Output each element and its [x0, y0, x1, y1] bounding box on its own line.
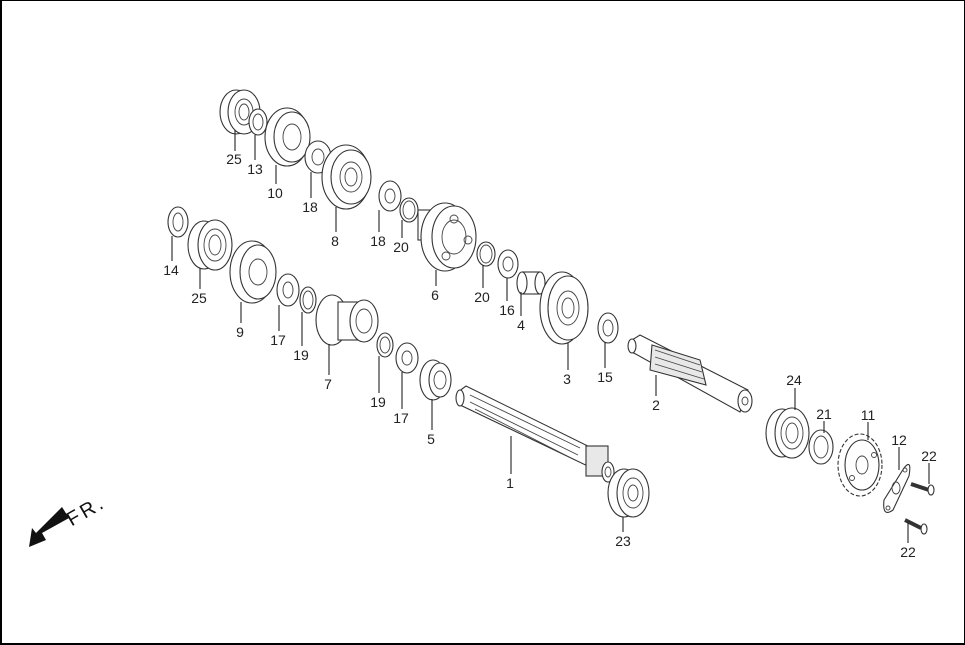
callout-23: 23 [615, 533, 631, 549]
callout-19-b: 19 [370, 394, 386, 410]
circlip-19-b [376, 332, 394, 358]
callout-15: 15 [597, 369, 613, 385]
gear-7 [315, 294, 379, 346]
callout-10: 10 [267, 185, 283, 201]
mainshaft-1 [455, 385, 615, 483]
frame-border-bottom [0, 643, 965, 645]
sprocket-plate-12 [883, 463, 911, 513]
bearing-23 [607, 468, 650, 518]
callout-13: 13 [247, 161, 263, 177]
callout-1: 1 [506, 475, 514, 491]
callout-3: 3 [563, 371, 571, 387]
callout-6: 6 [431, 287, 439, 303]
gear-8 [321, 144, 372, 210]
callout-18-b: 18 [370, 233, 386, 249]
gear-6 [417, 202, 477, 272]
splined-washer-16 [497, 249, 519, 279]
callout-22-b: 22 [900, 544, 916, 560]
gear-3 [539, 271, 589, 345]
washer-13 [248, 108, 268, 136]
splined-washer-17-b [395, 342, 419, 374]
callout-14: 14 [163, 262, 179, 278]
splined-washer-18-b [378, 180, 402, 212]
callout-16: 16 [499, 302, 515, 318]
bolt-22-a [910, 482, 935, 496]
callout-19-a: 19 [293, 347, 309, 363]
leader-lines [171, 130, 930, 543]
bushing-4 [516, 271, 546, 295]
bearing-24 [765, 407, 810, 459]
callout-12: 12 [891, 432, 907, 448]
splined-washer-17-a [276, 273, 300, 307]
circlip-19-a [299, 286, 317, 314]
callout-22-a: 22 [921, 448, 937, 464]
callout-18-a: 18 [302, 199, 318, 215]
callout-17-a: 17 [270, 332, 286, 348]
callout-20-a: 20 [393, 239, 409, 255]
bearing-25-lower [187, 219, 233, 271]
callout-8: 8 [331, 233, 339, 249]
callout-20-b: 20 [474, 289, 490, 305]
circlip-20-b [476, 241, 496, 267]
callout-25-upper: 25 [226, 151, 242, 167]
front-arrow-icon [29, 507, 69, 547]
gear-9 [229, 240, 277, 304]
drive-sprocket-11 [837, 433, 883, 497]
callout-21: 21 [816, 406, 832, 422]
callout-11: 11 [860, 407, 876, 423]
bolt-22-b [904, 518, 928, 535]
callout-7: 7 [324, 376, 332, 392]
callout-5: 5 [427, 431, 435, 447]
circlip-20-a [399, 197, 419, 223]
washer-14 [167, 206, 189, 238]
callout-2: 2 [652, 397, 660, 413]
callout-25-lower: 25 [191, 290, 207, 306]
frame-border-left [0, 0, 2, 645]
callout-24: 24 [786, 372, 802, 388]
callout-9: 9 [236, 324, 244, 340]
gear-10 [264, 107, 311, 167]
countershaft-2 [627, 334, 753, 413]
thrust-washer-15 [597, 312, 619, 344]
oil-seal-21 [808, 429, 834, 465]
gear-5 [419, 359, 452, 401]
callout-4: 4 [517, 317, 525, 333]
callout-17-b: 17 [393, 410, 409, 426]
